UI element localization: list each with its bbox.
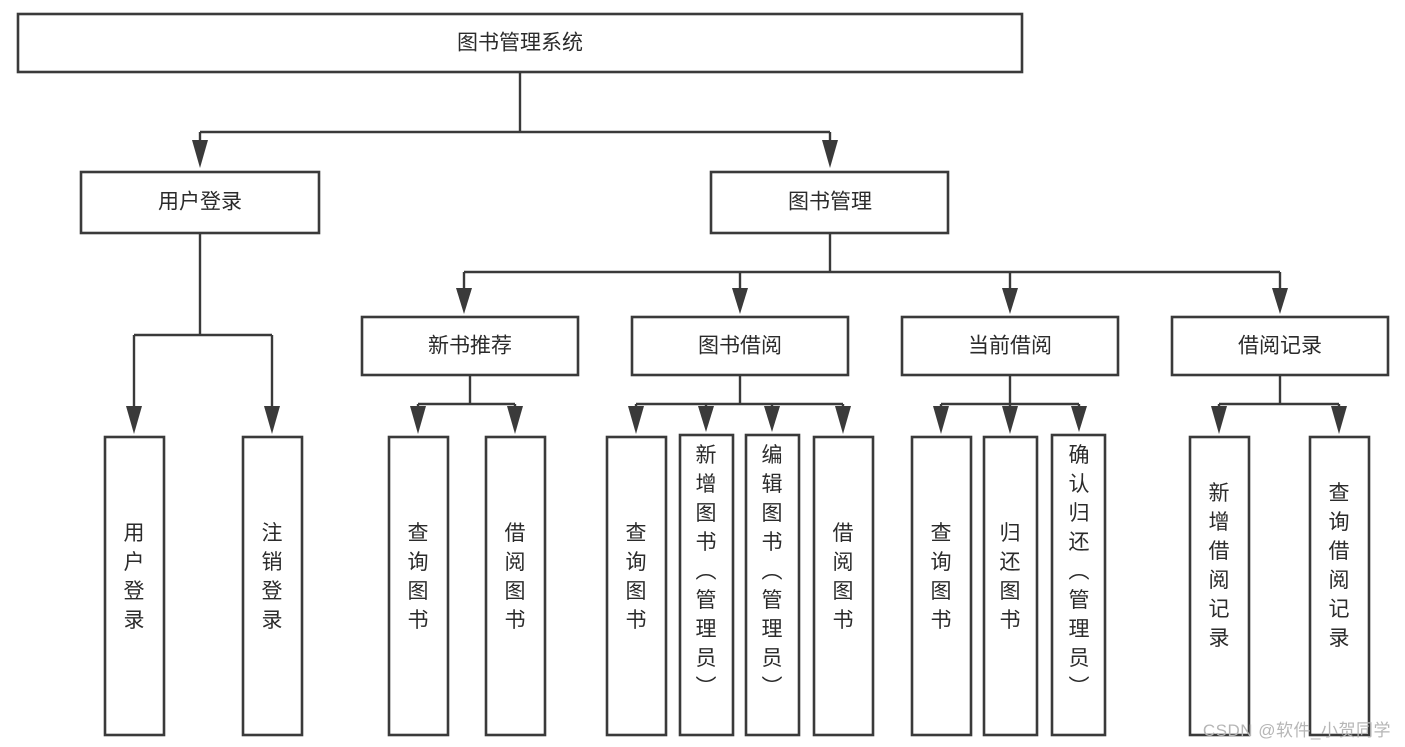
connector-book-borrow-to-leaves [628,375,851,434]
arrow-to-user-login [192,140,208,168]
connector-borrow-record-to-leaves [1211,375,1347,434]
node-leaf-query-book-rec-label: 查询图书 [408,522,429,632]
node-new-book-rec-box[interactable] [360,315,580,377]
node-leaf-query-record[interactable]: 查询借阅记录 [1308,435,1371,737]
node-leaf-query-record-box[interactable] [1308,435,1371,737]
node-book-borrow[interactable]: 图书借阅 [630,315,850,377]
node-leaf-user-login[interactable]: 用户登录 [103,435,166,737]
node-leaf-borrow-book-rec-box[interactable] [484,435,547,737]
node-leaf-borrow-book-box[interactable] [812,435,875,737]
node-leaf-query-book-cur-box[interactable] [910,435,973,737]
node-leaf-user-login-box[interactable] [103,435,166,737]
node-leaf-borrow-book-rec[interactable]: 借阅图书 [484,435,547,737]
node-leaf-add-book[interactable]: 新增图书︵管理员︶ [678,433,735,737]
connector-new-book-rec-to-leaves [410,375,523,434]
node-leaf-user-login-label: 用户登录 [124,522,145,632]
node-leaf-query-book-rec[interactable]: 查询图书 [387,435,450,737]
arrow-to-leaf-query-record [1331,406,1347,434]
node-new-book-rec[interactable]: 新书推荐 [360,315,580,377]
arrow-to-leaf-query-book-cur [933,406,949,434]
arrow-to-leaf-confirm-return [1071,406,1087,432]
node-borrow-record-box[interactable] [1170,315,1390,377]
node-leaf-add-book-label: 新增图书︵管理员︶ [696,444,717,699]
arrow-to-borrow-record [1272,288,1288,314]
arrow-to-leaf-query-book [628,406,644,434]
node-borrow-record-label: 借阅记录 [1238,335,1322,358]
arrow-to-leaf-edit-book [764,406,780,432]
node-leaf-query-book-label: 查询图书 [626,522,647,632]
arrow-to-leaf-add-book [698,406,714,432]
node-leaf-confirm-return-box[interactable] [1050,433,1107,737]
arrow-to-leaf-add-record [1211,406,1227,434]
arrow-to-leaf-borrow-book [835,406,851,434]
node-leaf-query-book-cur[interactable]: 查询图书 [910,435,973,737]
node-user-login-label: 用户登录 [158,191,242,214]
node-root-label: 图书管理系统 [457,32,583,55]
node-user-login[interactable]: 用户登录 [79,170,321,235]
node-leaf-logout-box[interactable] [241,435,304,737]
arrow-to-leaf-return-book [1002,406,1018,434]
node-root[interactable]: 图书管理系统 [16,12,1024,74]
arrow-to-leaf-query-book-rec [410,406,426,434]
node-leaf-add-book-box[interactable] [678,433,735,737]
arrow-to-book-manage [822,140,838,168]
node-leaf-edit-book-box[interactable] [744,433,801,737]
node-leaf-query-record-label: 查询借阅记录 [1329,482,1350,650]
node-leaf-return-book-label: 归还图书 [1000,522,1021,632]
node-leaf-confirm-return-label: 确认归还︵管理员︶ [1069,444,1090,699]
arrow-to-book-borrow [732,288,748,314]
node-leaf-query-book-box[interactable] [605,435,668,737]
node-book-manage-box[interactable] [709,170,950,235]
node-leaf-logout-label: 注销登录 [262,522,283,632]
node-leaf-add-record-label: 新增借阅记录 [1209,482,1230,650]
node-book-manage-label: 图书管理 [788,191,872,214]
node-leaf-add-record-box[interactable] [1188,435,1251,737]
node-leaf-confirm-return[interactable]: 确认归还︵管理员︶ [1050,433,1107,737]
node-leaf-add-record[interactable]: 新增借阅记录 [1188,435,1251,737]
connector-root-to-level2 [192,72,838,168]
node-root-box[interactable] [16,12,1024,74]
arrow-to-leaf-user-login [126,406,142,434]
node-leaf-return-book[interactable]: 归还图书 [982,435,1039,737]
node-leaf-edit-book-label: 编辑图书︵管理员︶ [762,444,783,699]
node-book-borrow-label: 图书借阅 [698,335,782,358]
node-user-login-box[interactable] [79,170,321,235]
arrow-to-new-book-rec [456,288,472,314]
node-leaf-return-book-box[interactable] [982,435,1039,737]
node-leaf-borrow-book-label: 借阅图书 [833,522,854,632]
node-current-borrow-box[interactable] [900,315,1120,377]
node-current-borrow[interactable]: 当前借阅 [900,315,1120,377]
connector-book-manage-to-level3 [456,233,1288,314]
node-leaf-logout[interactable]: 注销登录 [241,435,304,737]
node-borrow-record[interactable]: 借阅记录 [1170,315,1390,377]
node-book-manage[interactable]: 图书管理 [709,170,950,235]
node-current-borrow-label: 当前借阅 [968,335,1052,358]
node-leaf-borrow-book-rec-label: 借阅图书 [505,522,526,632]
node-new-book-rec-label: 新书推荐 [428,335,512,358]
arrow-to-leaf-borrow-book-rec [507,406,523,434]
node-book-borrow-box[interactable] [630,315,850,377]
node-leaf-query-book[interactable]: 查询图书 [605,435,668,737]
arrow-to-current-borrow [1002,288,1018,314]
connector-user-login-to-leaves [126,233,280,434]
node-leaf-edit-book[interactable]: 编辑图书︵管理员︶ [744,433,801,737]
connector-current-borrow-to-leaves [933,375,1087,434]
node-leaf-query-book-cur-label: 查询图书 [931,522,952,632]
node-leaf-query-book-rec-box[interactable] [387,435,450,737]
arrow-to-leaf-logout [264,406,280,434]
node-leaf-borrow-book[interactable]: 借阅图书 [812,435,875,737]
